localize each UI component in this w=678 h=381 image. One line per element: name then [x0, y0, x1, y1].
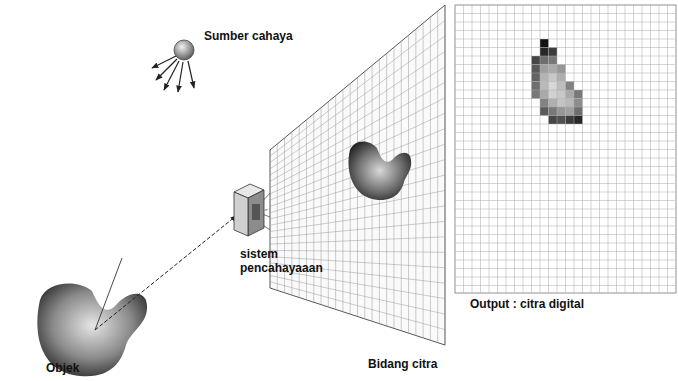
pixel [557, 73, 566, 82]
image-plane-label: Bidang citra [368, 358, 478, 372]
pixel [549, 82, 558, 91]
pixel [574, 107, 583, 116]
pixel [566, 116, 575, 125]
pixel [532, 73, 541, 82]
pixel [549, 65, 558, 74]
plane-grid [270, 11, 445, 343]
pixel [540, 82, 549, 91]
image-plane [270, 5, 445, 345]
pixel [557, 107, 566, 116]
pixel [557, 65, 566, 74]
pixel [566, 90, 575, 99]
pixel [540, 39, 549, 48]
normal-line [95, 258, 122, 330]
pixel [549, 116, 558, 125]
projection-lines [258, 6, 445, 344]
pixel [532, 82, 541, 91]
output-grid [455, 5, 675, 293]
pixel [549, 90, 558, 99]
pixel [549, 73, 558, 82]
pixel [549, 48, 558, 57]
object-shape [37, 284, 147, 377]
pixel [549, 99, 558, 108]
light-source [174, 40, 194, 60]
pixel [540, 56, 549, 65]
light-rays [152, 56, 194, 92]
pixel [574, 116, 583, 125]
pixel [557, 99, 566, 108]
pixel [540, 65, 549, 74]
output-frame [455, 5, 676, 293]
pixel [532, 56, 541, 65]
pixel [557, 90, 566, 99]
pixel [566, 82, 575, 91]
output-label: Output : citra digital [470, 298, 650, 312]
capture-system-label: sistem pencahayaaan [240, 248, 330, 276]
projected-image [348, 141, 411, 200]
pixel [532, 65, 541, 74]
pixel [574, 99, 583, 108]
light-source-label: Sumber cahaya [204, 30, 324, 44]
pixel [532, 90, 541, 99]
pixel [574, 90, 583, 99]
pixel [549, 56, 558, 65]
pixel [557, 82, 566, 91]
pixel [540, 90, 549, 99]
pixel [566, 99, 575, 108]
light-ray [95, 216, 236, 330]
pixel [557, 116, 566, 125]
pixel [549, 107, 558, 116]
pixel [540, 107, 549, 116]
pixel [566, 107, 575, 116]
pixel [540, 99, 549, 108]
object-label: Objek [46, 362, 116, 376]
pixel [540, 73, 549, 82]
capture-system [234, 184, 264, 236]
pixel [540, 48, 549, 57]
